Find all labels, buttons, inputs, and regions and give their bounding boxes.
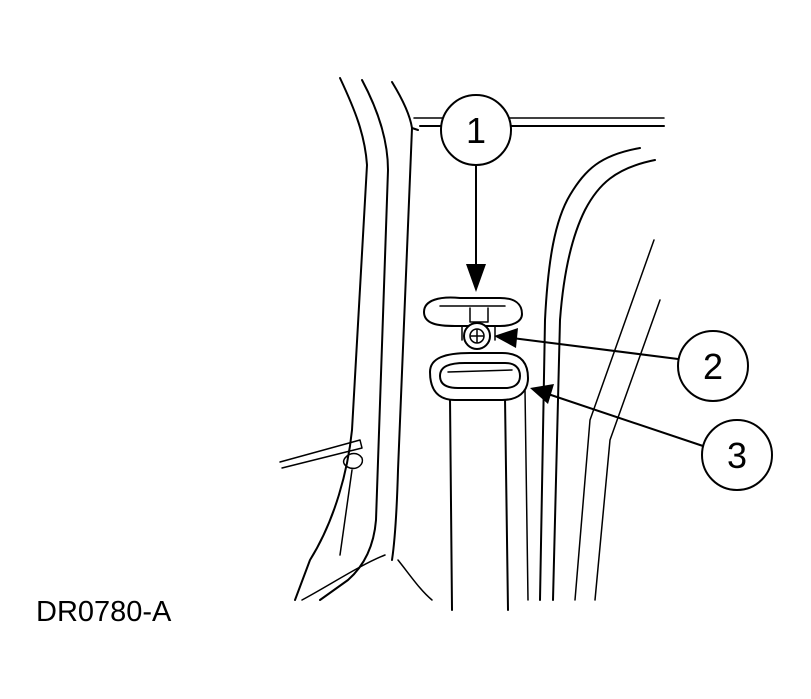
callout-2-label: 2	[703, 346, 723, 387]
callout-3-label: 3	[727, 435, 747, 476]
callout-2-arrowhead	[494, 328, 518, 348]
belt-guide-d-ring	[429, 352, 529, 401]
figure-id-label: DR0780-A	[36, 596, 172, 628]
callout-3: 3	[530, 384, 773, 491]
callout-3-arrowhead	[530, 384, 554, 404]
belt-strap	[449, 389, 529, 611]
callout-3-circle	[701, 419, 773, 491]
callout-1-label: 1	[466, 110, 486, 151]
seat-edge	[279, 439, 364, 556]
callout-2: 2	[494, 328, 749, 402]
upper-anchor-bracket	[423, 296, 523, 341]
callout-1-arrowhead	[466, 264, 486, 292]
callout-2-circle	[677, 330, 749, 402]
pillar-outline	[294, 77, 433, 601]
anchor-bolt	[463, 322, 491, 350]
callout-1: 1	[440, 94, 512, 292]
